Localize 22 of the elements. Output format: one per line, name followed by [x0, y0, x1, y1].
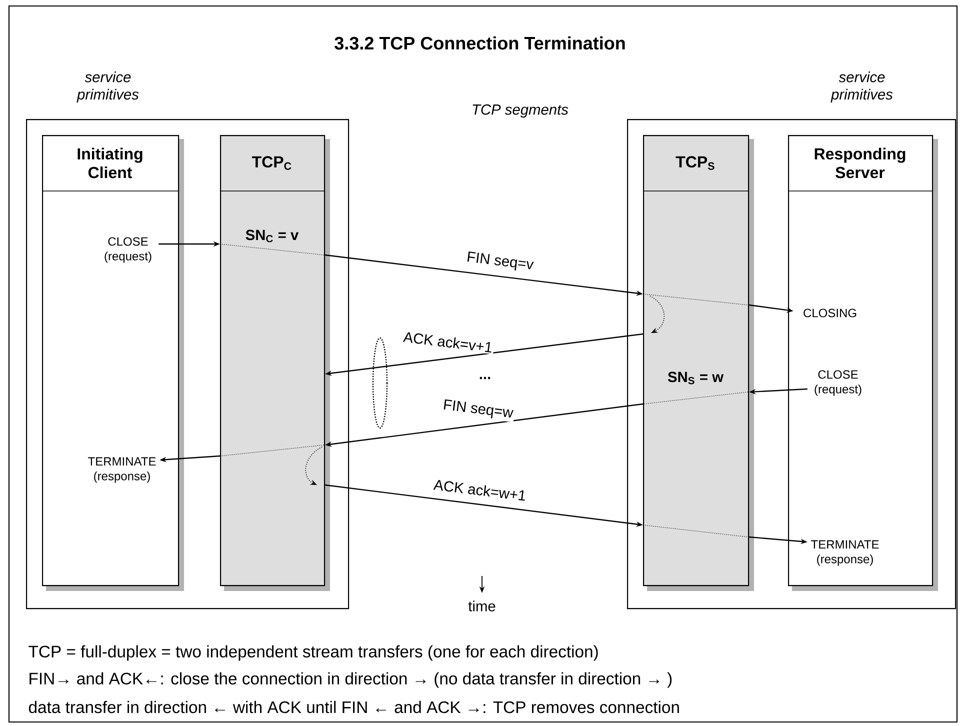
edge-label: ACK ack=w+1 — [432, 478, 528, 502]
edge-label: FIN seq=v — [464, 250, 536, 274]
ellipsis: ... — [480, 376, 490, 380]
note-text: data transfer in direction ← with ACK until FIN ← and ACK →: TCP removes connection — [28, 700, 679, 714]
axis-label: time — [468, 600, 496, 612]
primitive-text: CLOSE (request) — [814, 370, 862, 396]
protocol-column: TCP$_{C}$ SN$_{C}$ = v — [220, 135, 330, 591]
side-label: service primitives — [76, 72, 139, 102]
edge-label: FIN seq=w — [440, 398, 516, 422]
note-text: TCP = full-duplex = two independent stream transfers (one for each direction) — [28, 645, 598, 661]
note-text: FIN→ and ACK←: close the connection in direction → (no data transfer in direction → ) — [30, 672, 672, 688]
primitive-text: TERMINATE (response) — [811, 540, 879, 566]
section-label: TCP segments — [472, 104, 568, 118]
group-frame — [627, 119, 956, 610]
primitive-text: CLOSE (request) — [104, 237, 152, 263]
protocol-column: TCP$_{S}$ SN$_{S}$ = w — [642, 135, 754, 591]
side-label: service primitives — [830, 72, 893, 102]
edge-label: ACK ack=v+1 — [401, 330, 495, 354]
primitive-text: CLOSING — [804, 308, 856, 318]
group-frame — [26, 119, 350, 610]
primitive-text: TERMINATE (response) — [88, 457, 156, 483]
title: 3.3.2 TCP Connection Termination — [334, 36, 625, 50]
